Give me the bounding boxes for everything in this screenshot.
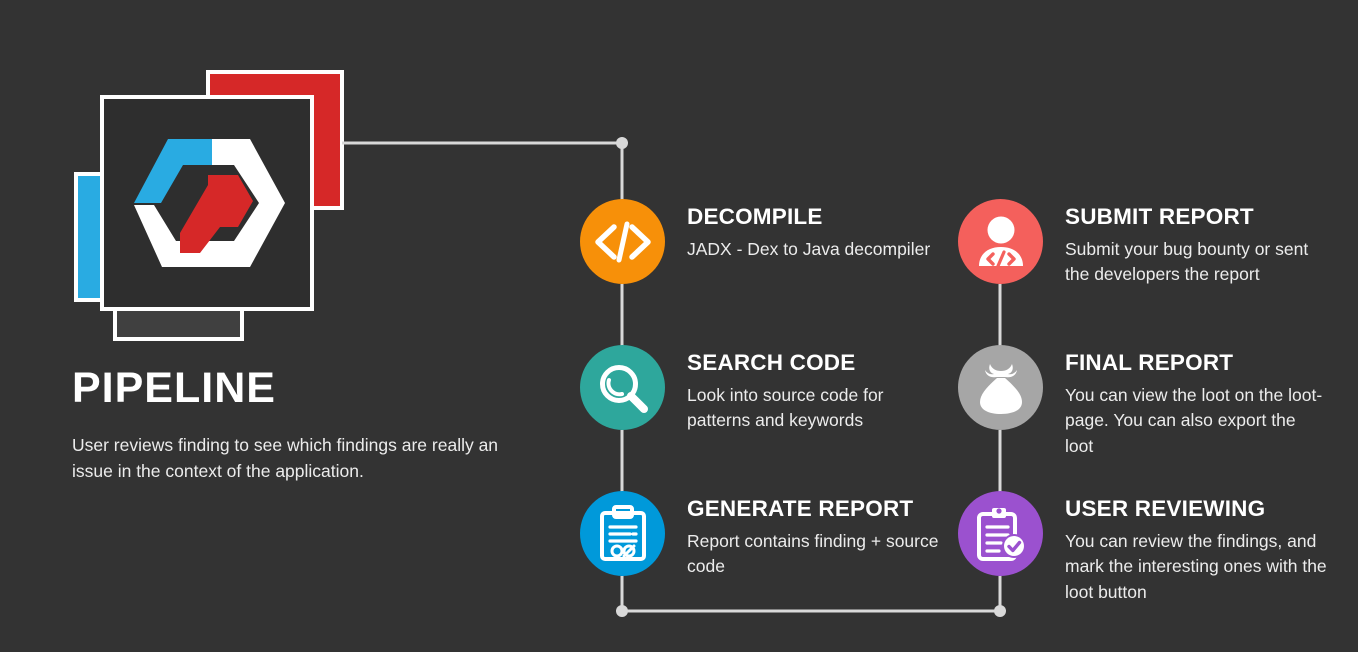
hexagon-logo-icon — [134, 139, 285, 267]
step-generate-report[interactable]: GENERATE REPORT Report contains finding … — [580, 491, 942, 580]
step-final-report[interactable]: FINAL REPORT You can view the loot on th… — [958, 345, 1327, 459]
step-submit-report-description: Submit your bug bounty or sent the devel… — [1065, 238, 1309, 285]
page-title: PIPELINE — [72, 364, 276, 412]
step-submit-report-text: SUBMIT REPORT Submit your bug bounty or … — [1065, 199, 1327, 288]
clipboard-check-icon — [976, 507, 1026, 561]
connector-generate-to-user-reviewing — [620, 576, 1002, 613]
step-final-report-title: FINAL REPORT — [1065, 350, 1234, 375]
loot-bag-icon — [979, 363, 1022, 414]
title-block: PIPELINE User reviews finding to see whi… — [72, 364, 542, 485]
step-decompile-badge[interactable] — [580, 199, 665, 284]
step-final-report-text: FINAL REPORT You can view the loot on th… — [1065, 345, 1327, 459]
step-generate-report-text: GENERATE REPORT Report contains finding … — [687, 491, 942, 580]
step-search-code-description: Look into source code for patterns and k… — [687, 384, 884, 431]
step-generate-report-badge[interactable] — [580, 491, 665, 576]
step-submit-report-title: SUBMIT REPORT — [1065, 204, 1254, 229]
magnifier-icon — [599, 364, 648, 413]
step-user-reviewing-title: USER REVIEWING — [1065, 496, 1266, 521]
step-final-report-description: You can view the loot on the loot-page. … — [1065, 384, 1323, 456]
step-search-code-badge[interactable] — [580, 345, 665, 430]
step-final-report-badge[interactable] — [958, 345, 1043, 430]
page-subtitle: User reviews finding to see which findin… — [72, 435, 499, 482]
step-search-code-title: SEARCH CODE — [687, 350, 856, 375]
clipboard-code-icon — [599, 504, 646, 561]
step-search-code-text: SEARCH CODE Look into source code for pa… — [687, 345, 942, 434]
step-user-reviewing-text: USER REVIEWING You can review the findin… — [1065, 491, 1327, 605]
developer-person-icon — [978, 216, 1023, 268]
step-generate-report-title: GENERATE REPORT — [687, 496, 914, 521]
step-user-reviewing[interactable]: USER REVIEWING You can review the findin… — [958, 491, 1327, 605]
step-search-code[interactable]: SEARCH CODE Look into source code for pa… — [580, 345, 942, 434]
step-user-reviewing-badge[interactable] — [958, 491, 1043, 576]
step-decompile-text: DECOMPILE JADX - Dex to Java decompiler — [687, 199, 930, 262]
node-dot-entry — [616, 137, 628, 149]
logo-card-main — [100, 95, 314, 311]
step-submit-report-badge[interactable] — [958, 199, 1043, 284]
code-brackets-icon — [594, 221, 651, 262]
step-decompile-description: JADX - Dex to Java decompiler — [687, 238, 931, 259]
step-user-reviewing-description: You can review the findings, and mark th… — [1065, 530, 1327, 602]
step-generate-report-description: Report contains finding + source code — [687, 530, 939, 577]
step-submit-report[interactable]: SUBMIT REPORT Submit your bug bounty or … — [958, 199, 1327, 288]
step-decompile[interactable]: DECOMPILE JADX - Dex to Java decompiler — [580, 199, 930, 284]
step-decompile-title: DECOMPILE — [687, 204, 823, 229]
node-dot-turn-right — [994, 605, 1006, 617]
node-dot-turn-left — [616, 605, 628, 617]
